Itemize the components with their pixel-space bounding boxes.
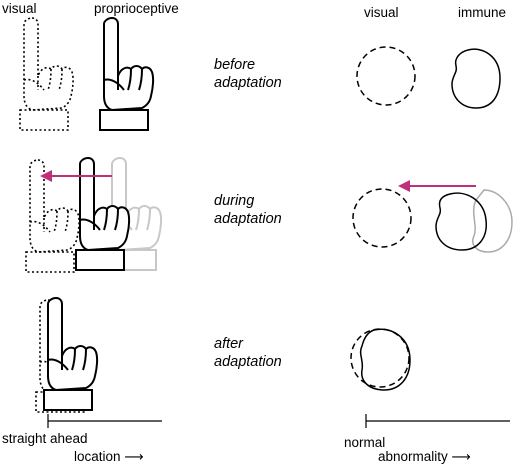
stage-label-after: after adaptation (214, 335, 282, 371)
right-axis (365, 414, 510, 428)
left-shift-arrow-icon (40, 170, 112, 182)
visual-circle-before (356, 46, 416, 106)
right-axis-text: abnormality (378, 449, 448, 464)
right-shift-arrow-icon (398, 180, 476, 192)
stage-after-line2: adaptation (214, 354, 282, 370)
right-axis-label: abnormality ⟶ (378, 450, 471, 464)
stage-before-line1: before (214, 57, 256, 73)
right-axis-arrow-icon: ⟶ (451, 449, 471, 464)
stage-label-before: before adaptation (214, 56, 282, 92)
stage-during-line1: during (214, 193, 255, 209)
left-axis-arrow-icon: ⟶ (124, 449, 144, 464)
header-proprioceptive: proprioceptive (94, 1, 179, 16)
header-visual-immune: visual (364, 5, 399, 20)
hand-visual-before (19, 17, 74, 131)
right-origin-label: normal (344, 435, 386, 450)
header-visual-hand: visual (2, 1, 37, 16)
immune-blob-after (359, 328, 411, 391)
stage-label-during: during adaptation (214, 192, 282, 228)
hand-proprioceptive-after (43, 297, 99, 411)
stage-before-line2: adaptation (214, 75, 282, 91)
immune-blob-ghost-during (472, 189, 513, 253)
left-axis-label: location ⟶ (74, 450, 144, 464)
visual-circle-after (350, 328, 410, 388)
hand-proprioceptive-before (99, 17, 155, 131)
hand-proprioceptive-during (75, 157, 131, 271)
immune-blob-before (451, 48, 501, 109)
left-axis (47, 414, 162, 428)
stage-after-line1: after (214, 336, 244, 352)
header-immune: immune (458, 5, 507, 20)
immune-blob-during (435, 192, 487, 251)
left-origin-label: straight ahead (2, 431, 88, 446)
visual-circle-during (352, 188, 412, 248)
stage-during-line2: adaptation (214, 211, 282, 227)
left-axis-text: location (74, 449, 121, 464)
